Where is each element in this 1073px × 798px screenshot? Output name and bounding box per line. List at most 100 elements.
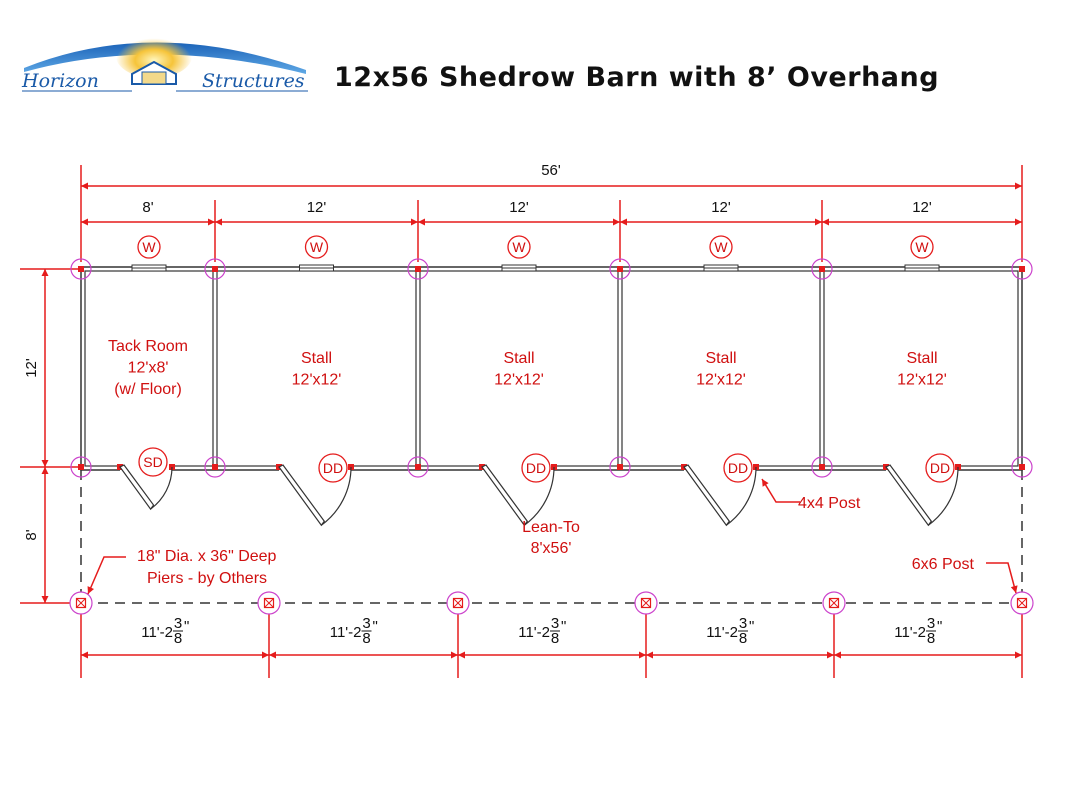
room-label: 12'x12' xyxy=(494,372,544,389)
door-swing xyxy=(523,466,555,526)
room-label: (w/ Floor) xyxy=(114,381,182,398)
post-marker xyxy=(70,258,92,280)
note-6x6-post: 6x6 Post xyxy=(912,556,975,573)
door-leaf xyxy=(885,464,933,527)
room-label: 12'x12' xyxy=(696,372,746,389)
svg-text:11'-2: 11'-2 xyxy=(706,624,738,641)
door-tag-label: DD xyxy=(526,460,546,476)
piers-leader xyxy=(87,556,126,595)
lean-to-size: 8'x56' xyxy=(531,540,572,557)
post xyxy=(415,464,421,470)
inch-mark: " xyxy=(749,618,754,635)
logo-arc xyxy=(24,42,306,74)
window-tag xyxy=(709,235,733,259)
post-marker xyxy=(204,456,226,478)
post-marker xyxy=(1011,456,1033,478)
window-tag xyxy=(507,235,531,259)
svg-text:11'-2: 11'-2 xyxy=(518,624,550,641)
door-leaf xyxy=(278,464,326,527)
post xyxy=(212,266,218,272)
door-leaf xyxy=(683,464,731,527)
post-marker xyxy=(609,258,631,280)
door-tag-label: SD xyxy=(143,454,162,470)
room-label: Stall xyxy=(906,350,937,367)
dim-pier-spacing-label: 11'-238" xyxy=(706,615,754,647)
post-6x6-leader xyxy=(986,562,1018,594)
window-tag-label: W xyxy=(512,239,526,255)
window-tag-label: W xyxy=(310,239,324,255)
note-piers-line1: 18" Dia. x 36" Deep xyxy=(137,548,277,565)
post-4x4-leader xyxy=(761,478,800,503)
room-label: Stall xyxy=(503,350,534,367)
post xyxy=(78,464,84,470)
inch-mark: " xyxy=(937,618,942,635)
room-label: Stall xyxy=(705,350,736,367)
window-tag-label: W xyxy=(714,239,728,255)
door-tag xyxy=(138,447,168,477)
window-tag-label: W xyxy=(142,239,156,255)
window-tag xyxy=(304,235,329,259)
room-label: 12'x12' xyxy=(292,372,342,389)
dim-depth-enclosed-label: 12' xyxy=(23,358,40,378)
logo-sun xyxy=(116,34,192,78)
room-label: Tack Room xyxy=(108,338,188,355)
door-leaf xyxy=(119,464,155,511)
lean-to-name: Lean-To xyxy=(522,519,580,536)
inch-mark: " xyxy=(373,618,378,635)
barn-outer-wall xyxy=(80,266,1023,471)
post xyxy=(819,266,825,272)
svg-text:11'-2: 11'-2 xyxy=(141,624,173,641)
dim-pier-spacing-label: 11'-238" xyxy=(141,615,189,647)
fraction-numerator: 3 xyxy=(927,615,935,632)
post xyxy=(212,464,218,470)
post-marker xyxy=(407,258,429,280)
door-tag-label: DD xyxy=(728,460,748,476)
logo-word-structures: Structures xyxy=(202,70,305,92)
post xyxy=(78,266,84,272)
door-tag xyxy=(723,453,753,483)
dim-depth-overhang-label: 8' xyxy=(23,529,40,540)
horizon-structures-logo: Horizon Structures xyxy=(21,34,308,92)
dim-pier-spacing-label: 11'-238" xyxy=(894,615,942,647)
fraction-denominator: 8 xyxy=(174,630,182,647)
window-tag-label: W xyxy=(915,239,929,255)
door-tag xyxy=(925,453,955,483)
inch-mark: " xyxy=(184,618,189,635)
dim-bay-label: 8' xyxy=(142,199,153,216)
fraction-denominator: 8 xyxy=(927,630,935,647)
dim-pier-spacing-label: 11'-238" xyxy=(518,615,566,647)
post xyxy=(415,266,421,272)
window-tag xyxy=(910,235,934,259)
logo-word-horizon: Horizon xyxy=(21,70,99,92)
dim-bay-label: 12' xyxy=(307,199,327,216)
svg-text:11'-2: 11'-2 xyxy=(894,624,926,641)
door-swing xyxy=(320,466,352,526)
post-marker xyxy=(811,456,833,478)
note-4x4-post: 4x4 Post xyxy=(798,495,861,512)
fraction-numerator: 3 xyxy=(551,615,559,632)
post-marker xyxy=(1011,258,1033,280)
door-leaf xyxy=(481,464,529,527)
dim-bay-label: 12' xyxy=(509,199,529,216)
door-tag-label: DD xyxy=(323,460,343,476)
fraction-numerator: 3 xyxy=(362,615,370,632)
room-label: Stall xyxy=(301,350,332,367)
fraction-numerator: 3 xyxy=(174,615,182,632)
fraction-denominator: 8 xyxy=(739,630,747,647)
room-label: 12'x12' xyxy=(897,372,947,389)
post-marker xyxy=(811,258,833,280)
svg-text:11'-2: 11'-2 xyxy=(330,624,362,641)
post-marker xyxy=(407,456,429,478)
door-swing xyxy=(725,466,757,526)
inch-mark: " xyxy=(561,618,566,635)
post xyxy=(617,266,623,272)
dim-bay-label: 12' xyxy=(711,199,731,216)
room-label: 12'x8' xyxy=(128,360,169,377)
post-marker xyxy=(70,456,92,478)
post xyxy=(1019,464,1025,470)
note-piers-line2: Piers - by Others xyxy=(147,570,267,587)
door-tag xyxy=(318,453,348,483)
dim-pier-spacing-label: 11'-238" xyxy=(330,615,378,647)
post xyxy=(617,464,623,470)
